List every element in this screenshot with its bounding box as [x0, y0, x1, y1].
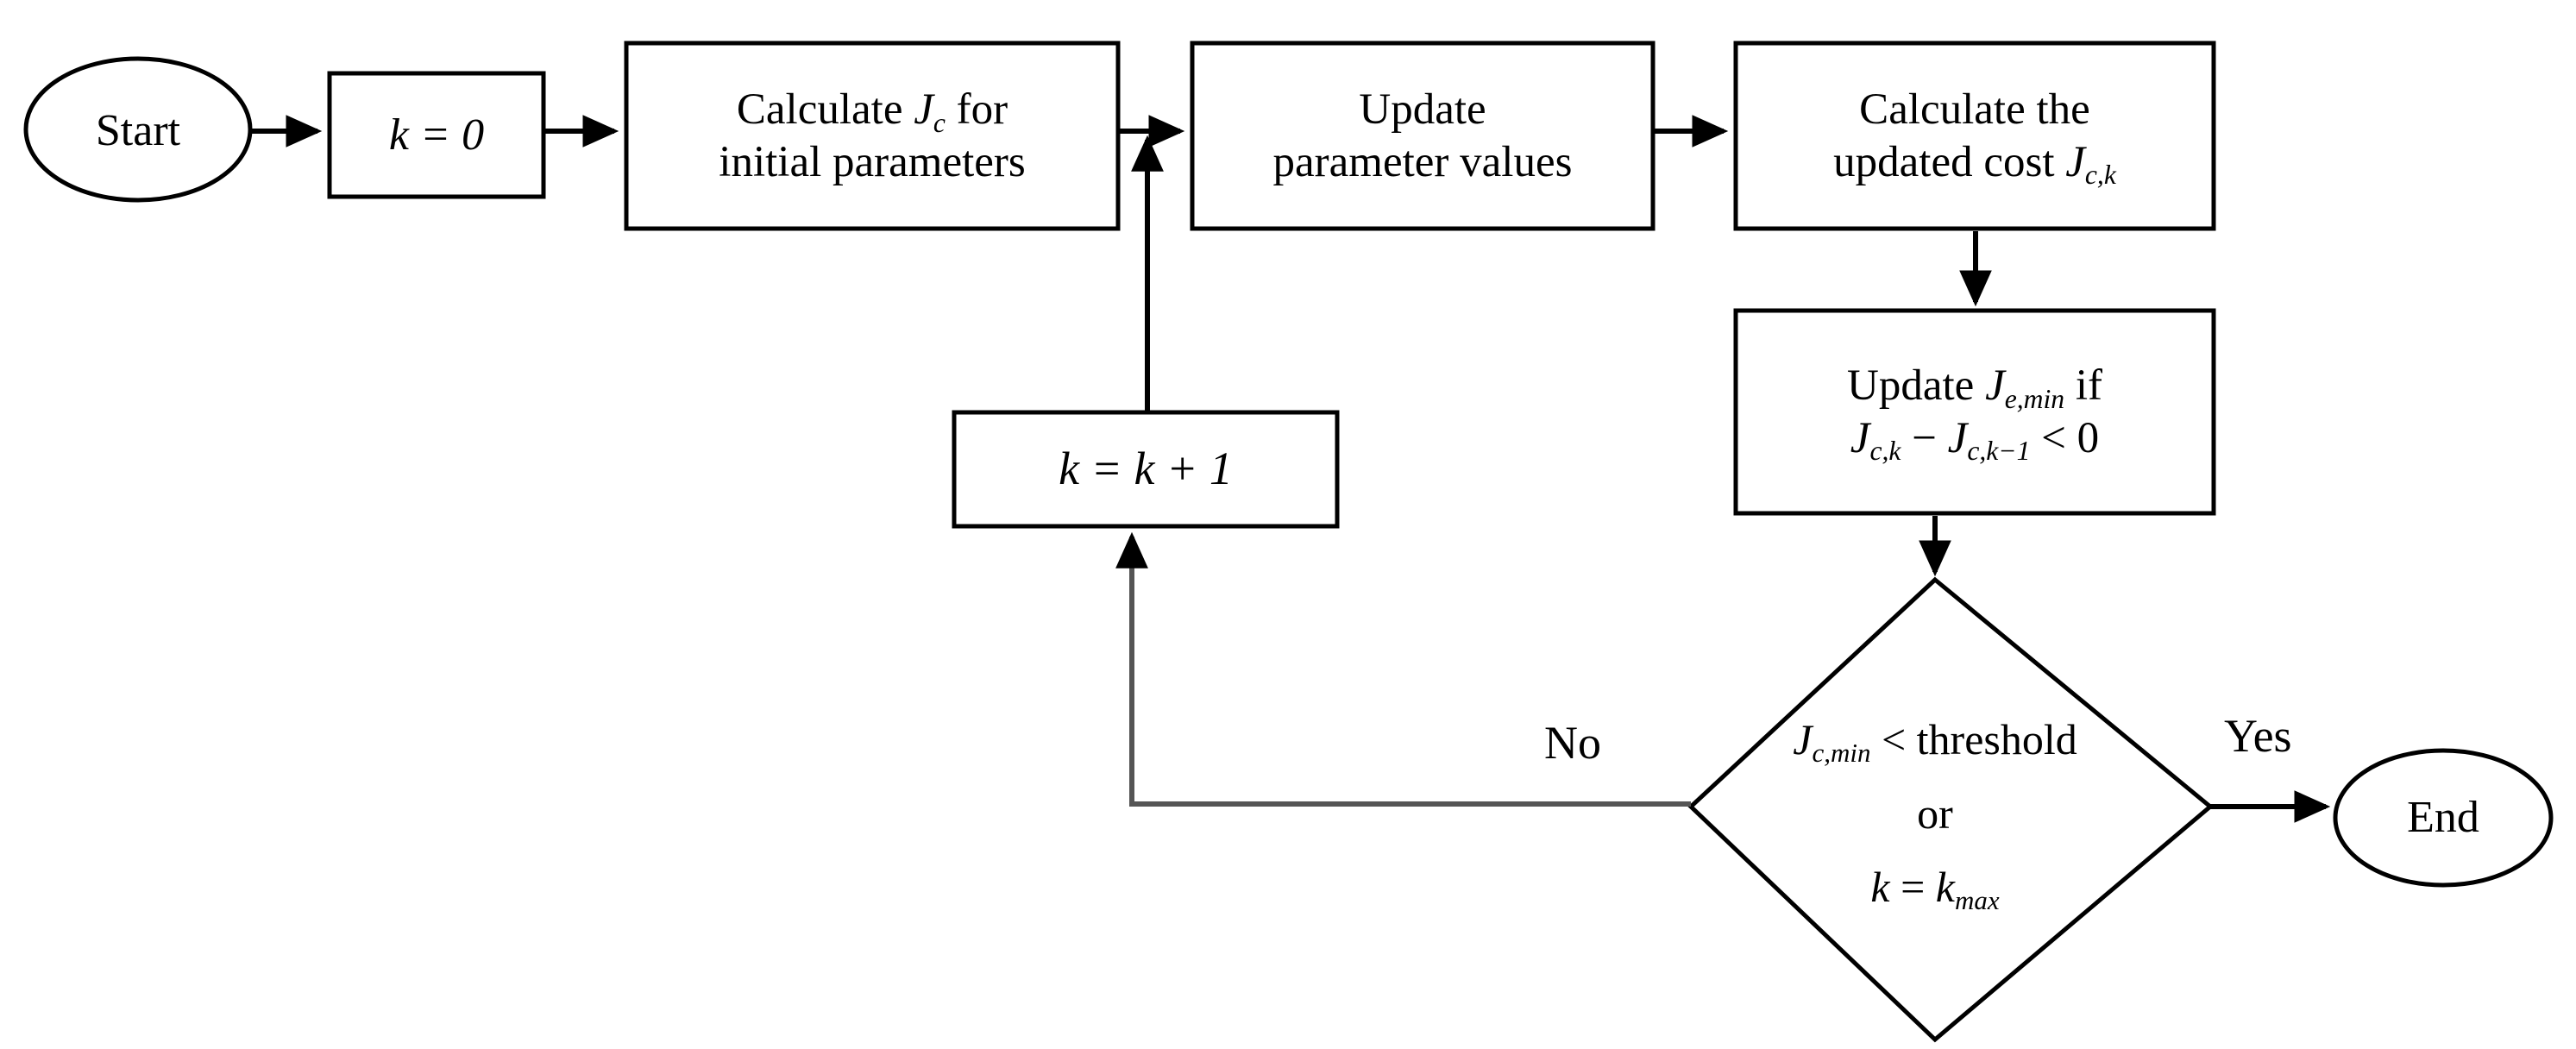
node-update-params[interactable]	[1190, 41, 1656, 231]
node-update-jmin[interactable]	[1733, 308, 2216, 516]
node-end[interactable]	[2333, 748, 2554, 888]
node-decision[interactable]	[1687, 576, 2214, 1043]
node-increment-k[interactable]	[952, 410, 1340, 529]
node-start[interactable]	[23, 56, 253, 203]
node-calc-initial[interactable]	[624, 41, 1121, 231]
edge-decision-to-increment-k	[1115, 531, 1691, 807]
node-calc-updated[interactable]	[1733, 41, 2216, 231]
node-init-k[interactable]	[327, 71, 546, 199]
